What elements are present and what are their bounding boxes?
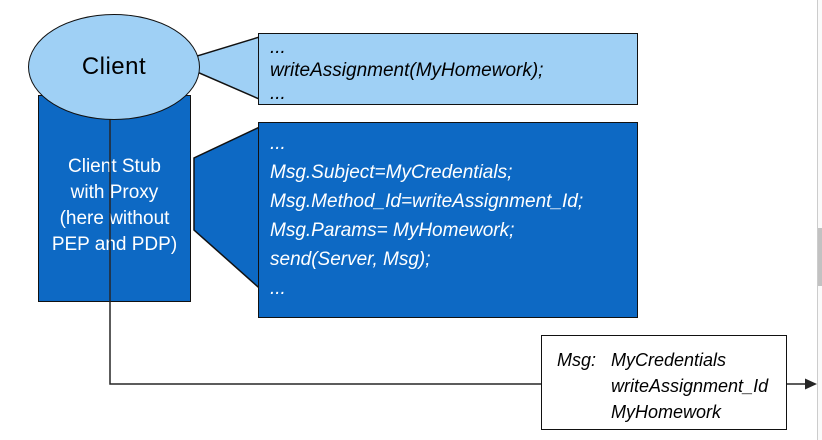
client-ellipse: Client — [28, 14, 200, 120]
stub-code-callout: ... Msg.Subject=MyCredentials; Msg.Metho… — [258, 122, 638, 318]
stub-code-line: ... — [270, 278, 286, 299]
message-value: MyCredentials — [611, 350, 727, 370]
scrollbar-track[interactable] — [817, 0, 822, 440]
client-stub-label-line: with Proxy — [70, 181, 159, 203]
message-box-label: Msg: — [557, 350, 597, 370]
client-code-line: ... — [270, 83, 286, 104]
stub-code-line: Msg.Subject=MyCredentials; — [270, 162, 513, 183]
message-box-values: MyCredentials writeAssignment_Id MyHomew… — [611, 347, 768, 425]
message-box: Msg: MyCredentials writeAssignment_Id My… — [541, 335, 787, 430]
client-code-line: writeAssignment(MyHomework); — [270, 60, 544, 81]
client-label: Client — [81, 53, 147, 80]
client-stub-label-line: (here without — [59, 207, 170, 229]
client-stub-box: Client Stub with Proxy (here without PEP… — [38, 95, 191, 302]
client-code-callout-pointer — [196, 33, 267, 104]
stub-code-line: ... — [270, 133, 286, 154]
arrowhead-icon — [805, 378, 817, 390]
message-value: writeAssignment_Id — [611, 376, 769, 396]
stub-code-line: send(Server, Msg); — [270, 249, 431, 270]
stub-code-line: Msg.Method_Id=writeAssignment_Id; — [270, 191, 584, 212]
scrollbar-thumb[interactable] — [818, 228, 822, 286]
client-stub-label-line: Client Stub — [68, 155, 161, 177]
client-stub-label-line: PEP and PDP) — [51, 233, 178, 255]
stub-code-line: Msg.Params= MyHomework; — [270, 220, 515, 241]
stub-code-callout-pointer — [193, 122, 267, 296]
client-code-line: ... — [270, 37, 286, 58]
client-code-callout: ... writeAssignment(MyHomework); ... — [258, 33, 638, 105]
message-value: MyHomework — [611, 402, 722, 422]
